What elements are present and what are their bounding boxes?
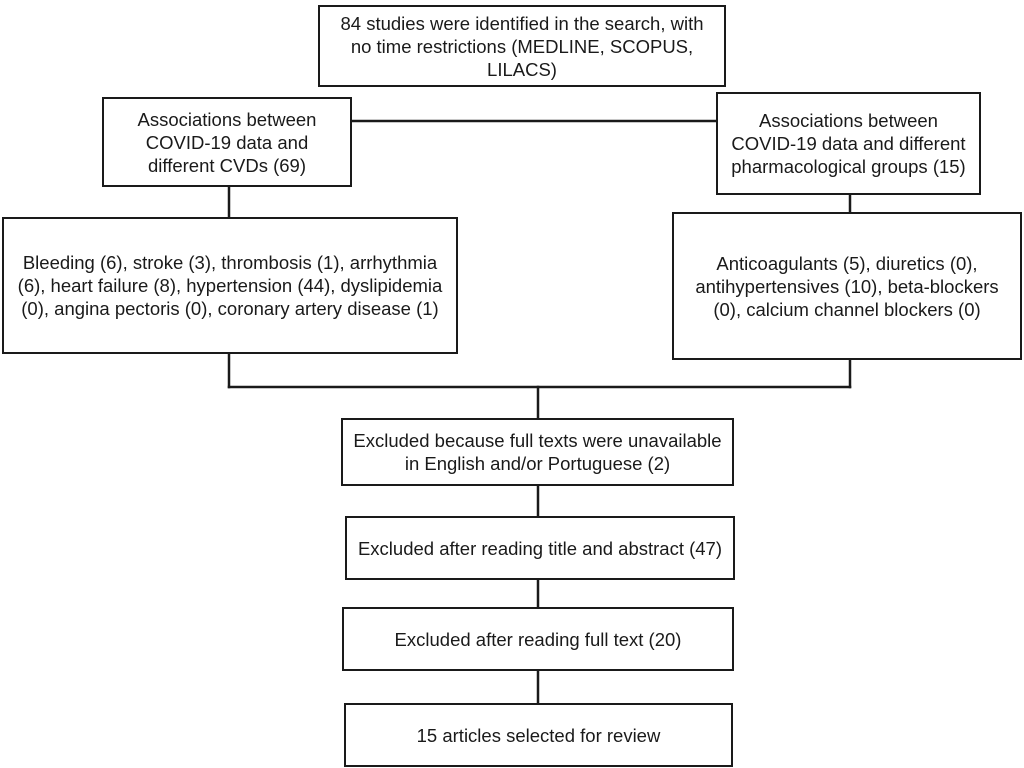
excluded-language-box: Excluded because full texts were unavail…: [341, 418, 734, 486]
pharm-associations-text: Associations between COVID-19 data and d…: [731, 110, 966, 177]
excluded-full-text-box: Excluded after reading full text (20): [342, 607, 734, 671]
pharm-associations-box: Associations between COVID-19 data and d…: [716, 92, 981, 195]
search-results-text: 84 studies were identified in the search…: [340, 12, 704, 80]
excluded-full-text-text: Excluded after reading full text (20): [394, 628, 682, 650]
excluded-title-abstract-text: Excluded after reading title and abstrac…: [357, 537, 723, 559]
cvd-list-text: Bleeding (6), stroke (3), thrombosis (1)…: [17, 252, 443, 319]
search-results-box: 84 studies were identified in the search…: [318, 5, 726, 87]
pharm-list-box: Anticoagulants (5), diuretics (0), antih…: [672, 212, 1022, 360]
cvd-list-box: Bleeding (6), stroke (3), thrombosis (1)…: [2, 217, 458, 354]
excluded-title-abstract-box: Excluded after reading title and abstrac…: [345, 516, 735, 580]
cvd-associations-text: Associations between COVID-19 data and d…: [137, 108, 317, 176]
selected-articles-box: 15 articles selected for review: [344, 703, 733, 767]
cvd-associations-box: Associations between COVID-19 data and d…: [102, 97, 352, 187]
pharm-list-text: Anticoagulants (5), diuretics (0), antih…: [695, 252, 999, 320]
excluded-language-text: Excluded because full texts were unavail…: [353, 430, 722, 474]
selected-articles-text: 15 articles selected for review: [416, 724, 661, 746]
